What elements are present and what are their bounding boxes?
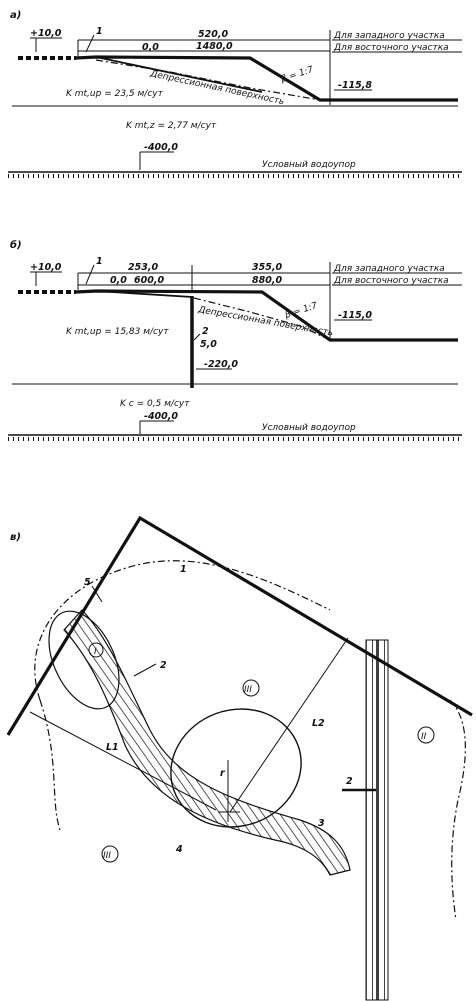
panel-c-zone-I: I <box>94 647 97 657</box>
panel-b-pit-profile <box>75 289 458 342</box>
panel-c-oval-4 <box>170 708 302 828</box>
panel-c-zone-III-a: III <box>244 685 252 695</box>
panel-a-west-section: Для западного участка <box>333 31 445 41</box>
panel-b-dist-west-1: 253,0 <box>128 262 158 273</box>
panel-a-depression-label: Депрессионная поверхность <box>148 69 285 107</box>
panel-c-boundary-1 <box>34 560 331 701</box>
panel-c-callout-2-leader <box>133 663 157 677</box>
panel-b-k-lower: K c = 0,5 м/сут <box>120 399 190 409</box>
panel-c-boundary-1-lower <box>39 699 61 831</box>
panel-c-zone-III-a-circle <box>242 679 260 697</box>
panel-a-east-section: Для восточного участка <box>333 43 449 53</box>
panel-a-dist-west: 520,0 <box>198 29 228 40</box>
panel-a-marker-1-leader <box>85 34 95 53</box>
panel-a-depression-line <box>95 59 321 101</box>
panel-b-marker-2: 2 <box>202 326 209 337</box>
panel-c-zone-I-circle <box>88 642 104 658</box>
panel-c-L1: L1 <box>106 742 119 753</box>
panel-c-pit-boundary <box>6 515 473 736</box>
panel-b-label: б) <box>10 239 22 251</box>
panel-c-callout-2: 2 <box>160 660 167 671</box>
panel-c-boundary-right <box>449 699 466 921</box>
panel-b-bench <box>95 290 193 298</box>
panel-b-dist-east-2: 880,0 <box>252 275 282 286</box>
panel-a-elev-top: +10,0 <box>30 28 62 39</box>
panel-c-callout-2b: 2 <box>346 776 353 787</box>
panel-b-marker-2-leader <box>193 333 201 341</box>
panel-a-aquitard-label: Условный водоупор <box>262 160 356 170</box>
panel-b-marker-1-leader <box>85 264 95 285</box>
panel-a-k-upper: K mt,up = 23,5 м/сут <box>66 89 164 99</box>
panel-c-L1-line <box>29 711 217 811</box>
panel-a: а) +10,0 1 520,0 1480,0 Для западного уч… <box>8 10 462 178</box>
panel-c-callout-3: 3 <box>318 818 325 829</box>
panel-c-radius: r <box>220 768 226 779</box>
panel-a-slope: β = 1:7 <box>279 65 315 85</box>
panel-c-zone-II: II <box>421 732 427 742</box>
panel-b-k-upper: K mt,up = 15,83 м/сут <box>66 327 169 337</box>
panel-c-callout-5-leader <box>91 585 103 603</box>
panel-a-label: а) <box>10 10 21 21</box>
panel-b-aquitard-label: Условный водоупор <box>262 423 356 433</box>
panel-c-zone-II-circle <box>417 726 435 744</box>
panel-b-wall-elev: -220,0 <box>204 359 238 370</box>
panel-c-L2-line <box>229 637 349 813</box>
panel-a-upper-slope <box>95 56 263 93</box>
panel-c-callout-1: 1 <box>180 564 187 575</box>
panel-b-west-section: Для западного участка <box>333 264 445 274</box>
panel-c-zone-III-b: III <box>103 851 111 861</box>
panel-b-zero-level: 0,0 <box>110 275 127 286</box>
panel-a-dist-east: 1480,0 <box>196 41 233 52</box>
panel-c-callout-4: 4 <box>175 844 183 855</box>
panel-b-east-section: Для восточного участка <box>333 276 449 286</box>
panel-b-dist-east-1: 600,0 <box>134 275 164 286</box>
panel-b-marker-1: 1 <box>96 256 103 267</box>
panel-a-bottom-elev: -115,8 <box>338 80 372 91</box>
panel-c-zone-III-b-circle <box>101 845 119 863</box>
panel-a-aquitard-elev: -400,0 <box>144 142 178 153</box>
panel-b-elev-top: +10,0 <box>30 262 62 273</box>
panel-a-pit-profile <box>75 55 458 102</box>
panel-a-marker-1: 1 <box>96 26 103 37</box>
panel-b-depression-line <box>193 297 331 341</box>
panel-a-zero-level: 0,0 <box>142 42 159 53</box>
panel-c-hatched-trench <box>63 609 351 876</box>
panel-b: б) +10,0 1 253,0 355,0 600,0 880,0 0,0 Д… <box>8 239 462 441</box>
panel-c: в) L1 L2 r I III III II 5 <box>6 515 473 1001</box>
panel-c-callout-5: 5 <box>84 577 91 588</box>
panel-c-L2: L2 <box>312 718 325 729</box>
panel-b-dist-west-2: 355,0 <box>252 262 282 273</box>
panel-a-k-lower: K mt,z = 2,77 м/сут <box>126 121 217 131</box>
panel-b-bottom-elev: -115,0 <box>338 310 372 321</box>
panel-b-aquitard-elev: -400,0 <box>144 411 178 422</box>
panel-c-oval-1 <box>48 610 120 710</box>
panel-c-label: в) <box>10 532 21 543</box>
panel-b-depth-5: 5,0 <box>200 339 217 350</box>
